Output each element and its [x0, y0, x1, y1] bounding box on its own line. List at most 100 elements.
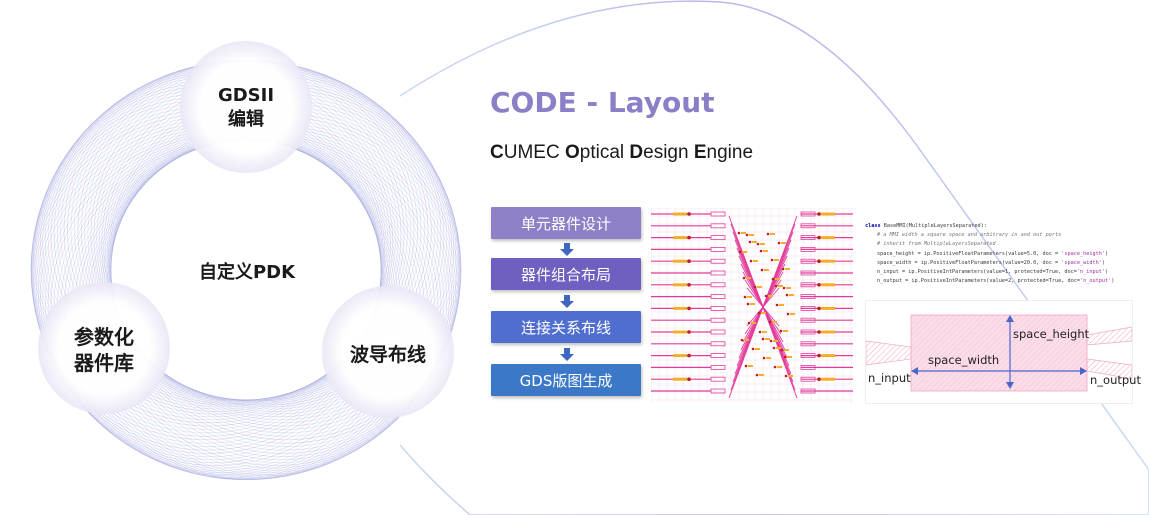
phase-shifter — [741, 232, 746, 234]
crossing-pad — [753, 285, 757, 289]
crossing-pad — [770, 258, 774, 262]
pad — [687, 259, 691, 263]
output-taper-lower — [1086, 358, 1132, 380]
subtitle-d-rest: esign — [643, 142, 694, 163]
input-taper — [866, 340, 912, 366]
phase-shifter — [765, 338, 770, 340]
phase-shifter — [786, 287, 791, 289]
pad — [817, 377, 821, 381]
pad — [817, 330, 821, 334]
crossing-pad — [785, 293, 789, 297]
heater — [821, 354, 835, 358]
n-output-label: n_output — [1090, 373, 1141, 387]
crossing-pad — [737, 231, 741, 235]
phase-shifter — [762, 331, 767, 333]
coupler — [800, 223, 816, 229]
heater — [673, 354, 687, 358]
pad — [687, 377, 691, 381]
crossing-pad — [757, 311, 761, 315]
code-text: n_output = ip.PositiveIntParameters(valu… — [877, 278, 1081, 285]
coupler — [800, 341, 816, 347]
coupler — [800, 235, 816, 241]
coupler — [710, 258, 726, 264]
code-line: n_input = ip.PositiveIntParameters(value… — [877, 269, 1109, 276]
crossing-pad — [784, 374, 788, 378]
code-text: BaseMMI(MultipleLayersSeparated): — [880, 223, 987, 229]
down-arrow-icon — [560, 243, 574, 256]
phase-shifter — [748, 365, 753, 367]
phase-shifter — [783, 330, 788, 332]
phase-shifter — [787, 356, 792, 358]
crossing-pad — [756, 242, 760, 246]
heater — [821, 330, 835, 334]
phase-shifter — [759, 374, 764, 376]
crossing-pad — [773, 365, 777, 369]
subtitle-c: C — [490, 142, 504, 163]
pad — [687, 306, 691, 311]
phase-shifter — [773, 340, 778, 342]
crossing-pad — [747, 321, 751, 325]
left-disc — [38, 282, 170, 414]
output-taper-upper — [1086, 326, 1132, 346]
heater — [673, 330, 687, 334]
coupler — [710, 388, 726, 394]
code-string: 'n_input' — [1076, 269, 1105, 276]
pad — [817, 235, 821, 240]
heater — [821, 306, 835, 310]
coupler — [710, 211, 726, 217]
phase-shifter — [775, 278, 780, 280]
crossing-pad — [779, 329, 783, 333]
crossing-pad — [762, 356, 766, 360]
code-keyword: class — [865, 223, 881, 229]
heater — [673, 259, 687, 263]
code-line: # inherit from MultipleLayersSeparated — [877, 241, 996, 248]
phase-shifter — [784, 349, 789, 351]
coupler — [710, 282, 726, 288]
pad — [687, 353, 691, 358]
pad — [817, 283, 821, 287]
crossing-pad — [786, 312, 790, 316]
code-text: space_height = ip.PositiveFloatParameter… — [877, 250, 1062, 257]
crossing-pad — [748, 240, 752, 244]
heater — [821, 212, 835, 216]
phase-shifter — [772, 321, 777, 323]
crossing-pad — [751, 347, 755, 351]
coupler — [800, 306, 816, 311]
heater — [673, 283, 687, 287]
code-string: 'space_heigth' — [1061, 250, 1105, 257]
crossing-pad — [749, 259, 753, 263]
subtitle-o-rest: ptical — [579, 142, 630, 163]
crossing-pad — [755, 373, 759, 377]
gdsii-edit-line1: GDSII — [217, 85, 275, 106]
crossing-pad — [780, 348, 784, 352]
code-string: 'n_output' — [1080, 278, 1112, 285]
coupler — [800, 282, 816, 288]
crossing-pad — [783, 355, 787, 359]
code-text: n_input = ip.PositiveIntParameters(value… — [877, 269, 1077, 276]
phase-shifter — [757, 286, 762, 288]
photonic-layout-image — [651, 208, 853, 403]
phase-shifter — [761, 312, 766, 314]
phase-shifter — [776, 347, 781, 349]
crossing-pad — [775, 303, 779, 307]
crossing-pad — [774, 284, 778, 288]
phase-shifter — [753, 260, 758, 262]
coupler — [710, 247, 726, 252]
pad — [817, 306, 821, 311]
crossing-pad — [782, 286, 786, 290]
phase-shifter — [752, 241, 757, 243]
heater — [821, 283, 835, 287]
code-line: n_output = ip.PositiveIntParameters(valu… — [877, 278, 1115, 285]
phase-shifter — [764, 269, 769, 271]
phase-shifter — [790, 313, 795, 315]
heater — [673, 306, 687, 310]
n-input-label: n_input — [868, 371, 911, 385]
top-disc — [180, 41, 312, 173]
phase-shifter — [763, 250, 768, 252]
callout-outline — [399, 0, 1149, 515]
code-string: 'space_width' — [1061, 259, 1102, 266]
down-arrow-icon — [560, 295, 574, 308]
crossing-pad — [764, 294, 768, 298]
heater — [821, 377, 835, 381]
